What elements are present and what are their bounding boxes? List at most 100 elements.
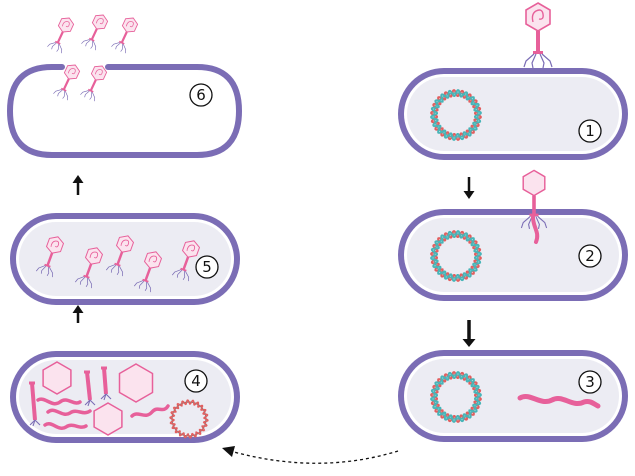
phage-tail-fibers: [523, 53, 553, 69]
phage-tail: [116, 251, 124, 266]
cell-step-4: [10, 351, 240, 443]
step-number-6: 6: [196, 86, 206, 104]
phage-capsid: [45, 236, 65, 254]
phage-tail-fibers: [81, 39, 97, 51]
step-number-2: 2: [585, 247, 595, 265]
injected-viral-dna-step-2: [531, 215, 540, 244]
step-number-circle: [184, 369, 208, 393]
viral-dna-copy: [36, 397, 82, 406]
phage-tail: [144, 267, 152, 282]
phage-tail-fibers: [520, 215, 548, 230]
phage-genome: [89, 251, 99, 259]
phage-genome: [61, 21, 70, 28]
phage-baseplate: [54, 40, 61, 45]
assembled-phage: [171, 240, 201, 282]
assembled-phage: [74, 247, 104, 289]
viral-dna-step-3: [517, 394, 601, 409]
phage-capsid: [525, 2, 551, 32]
phage-tail-fibers: [133, 280, 152, 293]
phage-tail-fibers: [111, 42, 127, 54]
phage-genome: [186, 244, 196, 252]
phage-baseplate: [142, 278, 149, 283]
phage-tail-fibers: [53, 89, 69, 101]
dotted-arrow-step-3-to-4: [222, 446, 399, 464]
phage-tail-fibers: [47, 42, 63, 54]
phage-capsid: [57, 17, 75, 33]
step-label-1: 1: [578, 119, 602, 143]
assembled-phage: [105, 235, 135, 277]
viral-dna-copy: [43, 422, 88, 430]
phage-baseplate: [60, 87, 67, 92]
phage-baseplate: [180, 267, 187, 272]
tail-fibers: [29, 419, 41, 427]
arrow-head: [462, 339, 476, 347]
step-label-3: 3: [578, 370, 602, 394]
phage-tail: [85, 263, 93, 278]
phage-capsid: [84, 247, 104, 265]
step-number-1: 1: [585, 122, 595, 140]
phage-baseplate: [83, 274, 90, 279]
cell-step-5: [10, 213, 240, 305]
phage-genome: [148, 255, 158, 263]
arrow-head: [72, 305, 84, 313]
phage-genome: [50, 240, 60, 248]
capsid-part: [93, 402, 123, 436]
phage-baseplate: [118, 40, 125, 45]
bacterial-dna-step-1: [429, 88, 483, 142]
dotted-arrow-path: [233, 450, 399, 464]
tail-part: [29, 381, 41, 427]
capsid-part: [118, 363, 154, 403]
step-number-circle: [578, 370, 602, 394]
tail-shaft: [30, 382, 37, 421]
cell-cytoplasm: [19, 222, 231, 296]
step-label-5: 5: [195, 255, 219, 279]
released-phage: [53, 64, 81, 101]
phage-tail: [56, 31, 64, 44]
released-phage: [47, 17, 75, 54]
phage-tail: [532, 195, 536, 216]
phage-capsid: [63, 64, 81, 80]
phage-capsid: [90, 65, 108, 81]
step-number-3: 3: [585, 373, 595, 391]
step-number-5: 5: [202, 258, 212, 276]
step-label-4: 4: [184, 369, 208, 393]
cell-cytoplasm: [407, 359, 619, 433]
step-number-circle: [195, 255, 219, 279]
phage-baseplate: [529, 213, 539, 217]
tail-part: [84, 370, 96, 407]
tail-fibers: [100, 393, 112, 401]
phage-capsid: [181, 240, 201, 258]
cell-step-6-lysed: [6, 64, 243, 158]
phage-baseplate: [533, 51, 543, 54]
tail-shaft: [102, 367, 108, 395]
phage-capsid: [522, 169, 546, 197]
dna-strand-teal-helix: [429, 229, 483, 283]
capsid-part: [42, 361, 72, 395]
released-phage: [81, 14, 109, 51]
phage-tail: [120, 31, 128, 44]
released-phage: [111, 17, 139, 54]
phage-tail: [182, 256, 190, 271]
arrow-head: [72, 175, 84, 183]
arrow-head: [463, 191, 475, 199]
assembled-phage: [35, 236, 65, 278]
dotted-arrow-head: [222, 446, 235, 457]
phage-tail: [536, 31, 540, 53]
tail-shaft: [85, 371, 92, 401]
viral-dna-copy: [130, 404, 170, 418]
phage-capsid: [115, 235, 135, 253]
phage-tail-fibers: [35, 265, 54, 278]
step-number-circle: [578, 244, 602, 268]
arrow-step-5-to-6: [72, 175, 84, 195]
ruptured-membrane: [6, 64, 243, 158]
phage-baseplate: [114, 262, 121, 267]
phage-tail-fibers: [171, 269, 190, 282]
dna-strand-red: [169, 399, 209, 439]
phage-capsid: [91, 14, 109, 30]
tail-fibers: [84, 399, 96, 407]
step-number-circle: [189, 83, 213, 107]
bacterial-dna-step-2: [429, 229, 483, 283]
tail-part: [100, 366, 112, 401]
